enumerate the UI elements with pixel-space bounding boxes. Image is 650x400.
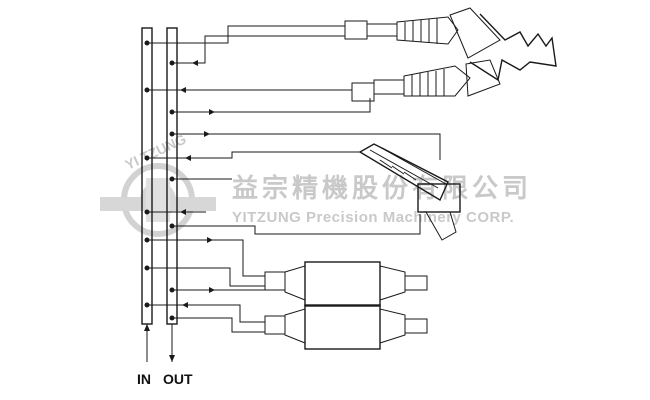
roller-unit-bottom xyxy=(240,304,428,350)
out-arrow xyxy=(169,324,175,362)
out-manifold-bar xyxy=(166,27,178,325)
in-manifold-bar xyxy=(141,27,153,325)
watermark-company-cn: 益宗精機股份有限公司 xyxy=(232,173,532,203)
watermark-company-en: YITZUNG Precision Machinery CORP. xyxy=(232,209,514,226)
spray-gun-upper xyxy=(344,7,557,82)
hopper-assembly xyxy=(358,143,461,241)
in-label: IN xyxy=(137,371,151,387)
spray-gun-lower xyxy=(351,59,501,102)
watermark-logo: YI TZUNG xyxy=(100,131,216,237)
in-arrow xyxy=(144,324,150,362)
roller-unit-top xyxy=(240,261,428,307)
supply-return-lines xyxy=(144,25,441,333)
manifold: IN OUT xyxy=(137,27,193,387)
watermark: YI TZUNG 益宗精機股份有限公司 YITZUNG Precision Ma… xyxy=(100,131,532,237)
out-label: OUT xyxy=(163,371,193,387)
